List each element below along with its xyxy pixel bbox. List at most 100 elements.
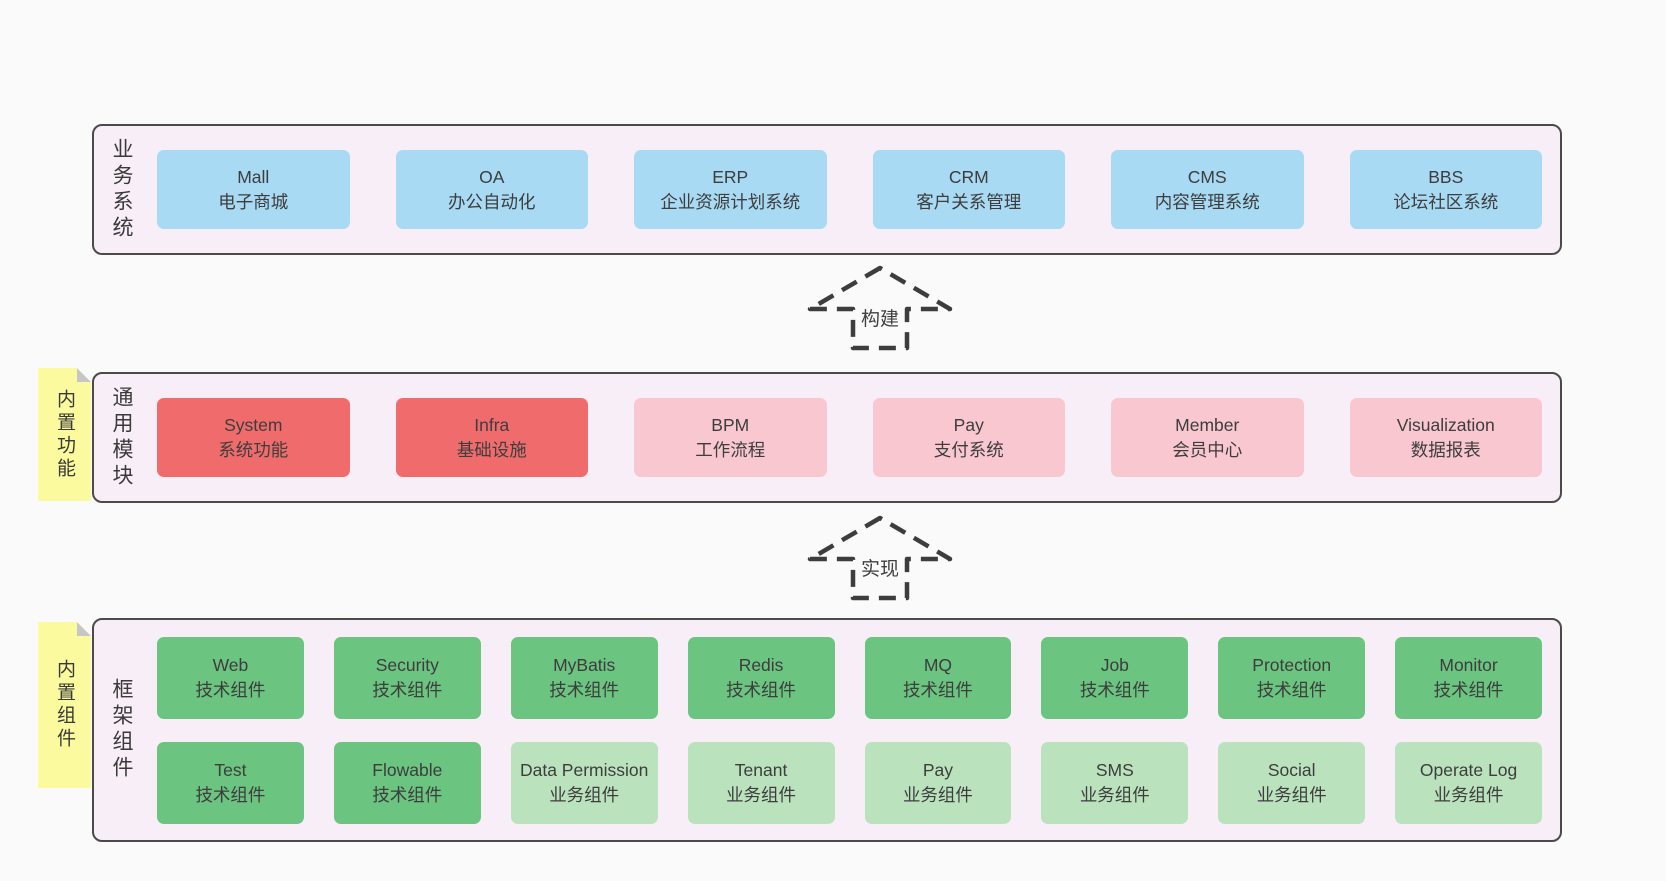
arrow-up-icon	[807, 265, 953, 351]
node-desc: 技术组件	[1256, 679, 1327, 700]
node-desc: 技术组件	[195, 784, 266, 805]
node-desc: 企业资源计划系统	[660, 191, 801, 212]
node-name: Member	[1175, 414, 1240, 435]
sticky-fold	[77, 622, 91, 636]
diagram-node: SMS 业务组件	[1041, 741, 1189, 824]
node-desc: 论坛社区系统	[1393, 191, 1499, 212]
node-desc: 工作流程	[695, 439, 766, 460]
node-desc: 技术组件	[726, 679, 797, 700]
diagram-node: Protection 技术组件	[1218, 636, 1366, 719]
node-desc: 会员中心	[1172, 439, 1243, 460]
node-name: Data Permission	[519, 759, 649, 780]
arrow-up-icon	[807, 515, 953, 601]
node-name: Tenant	[734, 759, 788, 780]
node-desc: 技术组件	[1433, 679, 1504, 700]
diagram-node: Visualization 数据报表	[1349, 398, 1542, 477]
node-name: Security	[375, 654, 439, 675]
diagram-node: Member 会员中心	[1111, 398, 1304, 477]
node-name: CRM	[948, 166, 989, 187]
node-name: MyBatis	[553, 654, 616, 675]
diagram-node: Job 技术组件	[1041, 636, 1189, 719]
arrow-label: 实现	[856, 559, 904, 582]
diagram-node: MyBatis 技术组件	[510, 636, 658, 719]
node-name: BBS	[1428, 166, 1464, 187]
band-label: 业务系统	[110, 137, 133, 242]
node-desc: 业务组件	[1256, 784, 1327, 805]
node-desc: 业务组件	[902, 784, 973, 805]
diagram-node: Data Permission 业务组件	[510, 741, 658, 824]
diagram-node: Redis 技术组件	[687, 636, 835, 719]
node-name: Infra	[474, 414, 510, 435]
node-name: Monitor	[1439, 654, 1498, 675]
node-desc: 数据报表	[1410, 439, 1481, 460]
arrow-implement: 实现	[800, 514, 960, 602]
sticky-note-builtin-features: 内置功能	[38, 368, 91, 501]
node-name: Redis	[738, 654, 784, 675]
diagram-node: Infra 基础设施	[395, 398, 588, 477]
node-name: BPM	[711, 414, 750, 435]
node-name: Visualization	[1396, 414, 1495, 435]
diagram-node: Web 技术组件	[157, 636, 304, 719]
node-desc: 客户关系管理	[916, 191, 1022, 212]
node-name: Pay	[953, 414, 984, 435]
node-name: Protection	[1252, 654, 1332, 675]
diagram-node: Operate Log 业务组件	[1395, 741, 1542, 824]
band-label: 通用模块	[110, 385, 133, 490]
node-name: Web	[212, 654, 249, 675]
node-desc: 业务组件	[549, 784, 620, 805]
node-name: Pay	[922, 759, 954, 780]
node-desc: 技术组件	[549, 679, 620, 700]
diagram-node: Security 技术组件	[333, 636, 481, 719]
node-name: CMS	[1187, 166, 1227, 187]
node-desc: 技术组件	[372, 679, 443, 700]
diagram-node: ERP 企业资源计划系统	[634, 150, 827, 229]
node-desc: 支付系统	[933, 439, 1004, 460]
diagram-node: BPM 工作流程	[634, 398, 827, 477]
sticky-note-builtin-components: 内置组件	[38, 622, 91, 788]
node-name: MQ	[923, 654, 953, 675]
diagram-node: Social 业务组件	[1218, 741, 1366, 824]
node-desc: 业务组件	[1079, 784, 1150, 805]
node-name: Operate Log	[1419, 759, 1518, 780]
node-name: Social	[1267, 759, 1316, 780]
diagram-node: Test 技术组件	[157, 741, 304, 824]
diagram-node: Pay 业务组件	[864, 741, 1012, 824]
node-desc: 技术组件	[1079, 679, 1150, 700]
band-label: 框架组件	[110, 678, 133, 782]
node-name: Job	[1100, 654, 1129, 675]
node-name: SMS	[1095, 759, 1134, 780]
node-desc: 技术组件	[195, 679, 266, 700]
node-name: ERP	[712, 166, 749, 187]
sticky-label: 内置组件	[54, 659, 75, 751]
diagram-node: CRM 客户关系管理	[872, 150, 1065, 229]
node-desc: 基础设施	[456, 439, 527, 460]
diagram-node: Monitor 技术组件	[1395, 636, 1542, 719]
node-desc: 技术组件	[372, 784, 443, 805]
node-desc: 内容管理系统	[1154, 191, 1260, 212]
sticky-fold	[77, 368, 91, 382]
node-desc: 系统功能	[218, 439, 289, 460]
node-desc: 办公自动化	[448, 191, 536, 212]
arrow-build: 构建	[800, 264, 960, 352]
node-desc: 技术组件	[902, 679, 973, 700]
node-name: Mall	[237, 166, 270, 187]
diagram-node: CMS 内容管理系统	[1111, 150, 1304, 229]
node-desc: 业务组件	[1433, 784, 1504, 805]
diagram-node: BBS 论坛社区系统	[1349, 150, 1542, 229]
arrow-label: 构建	[856, 309, 904, 332]
node-name: Test	[214, 759, 247, 780]
